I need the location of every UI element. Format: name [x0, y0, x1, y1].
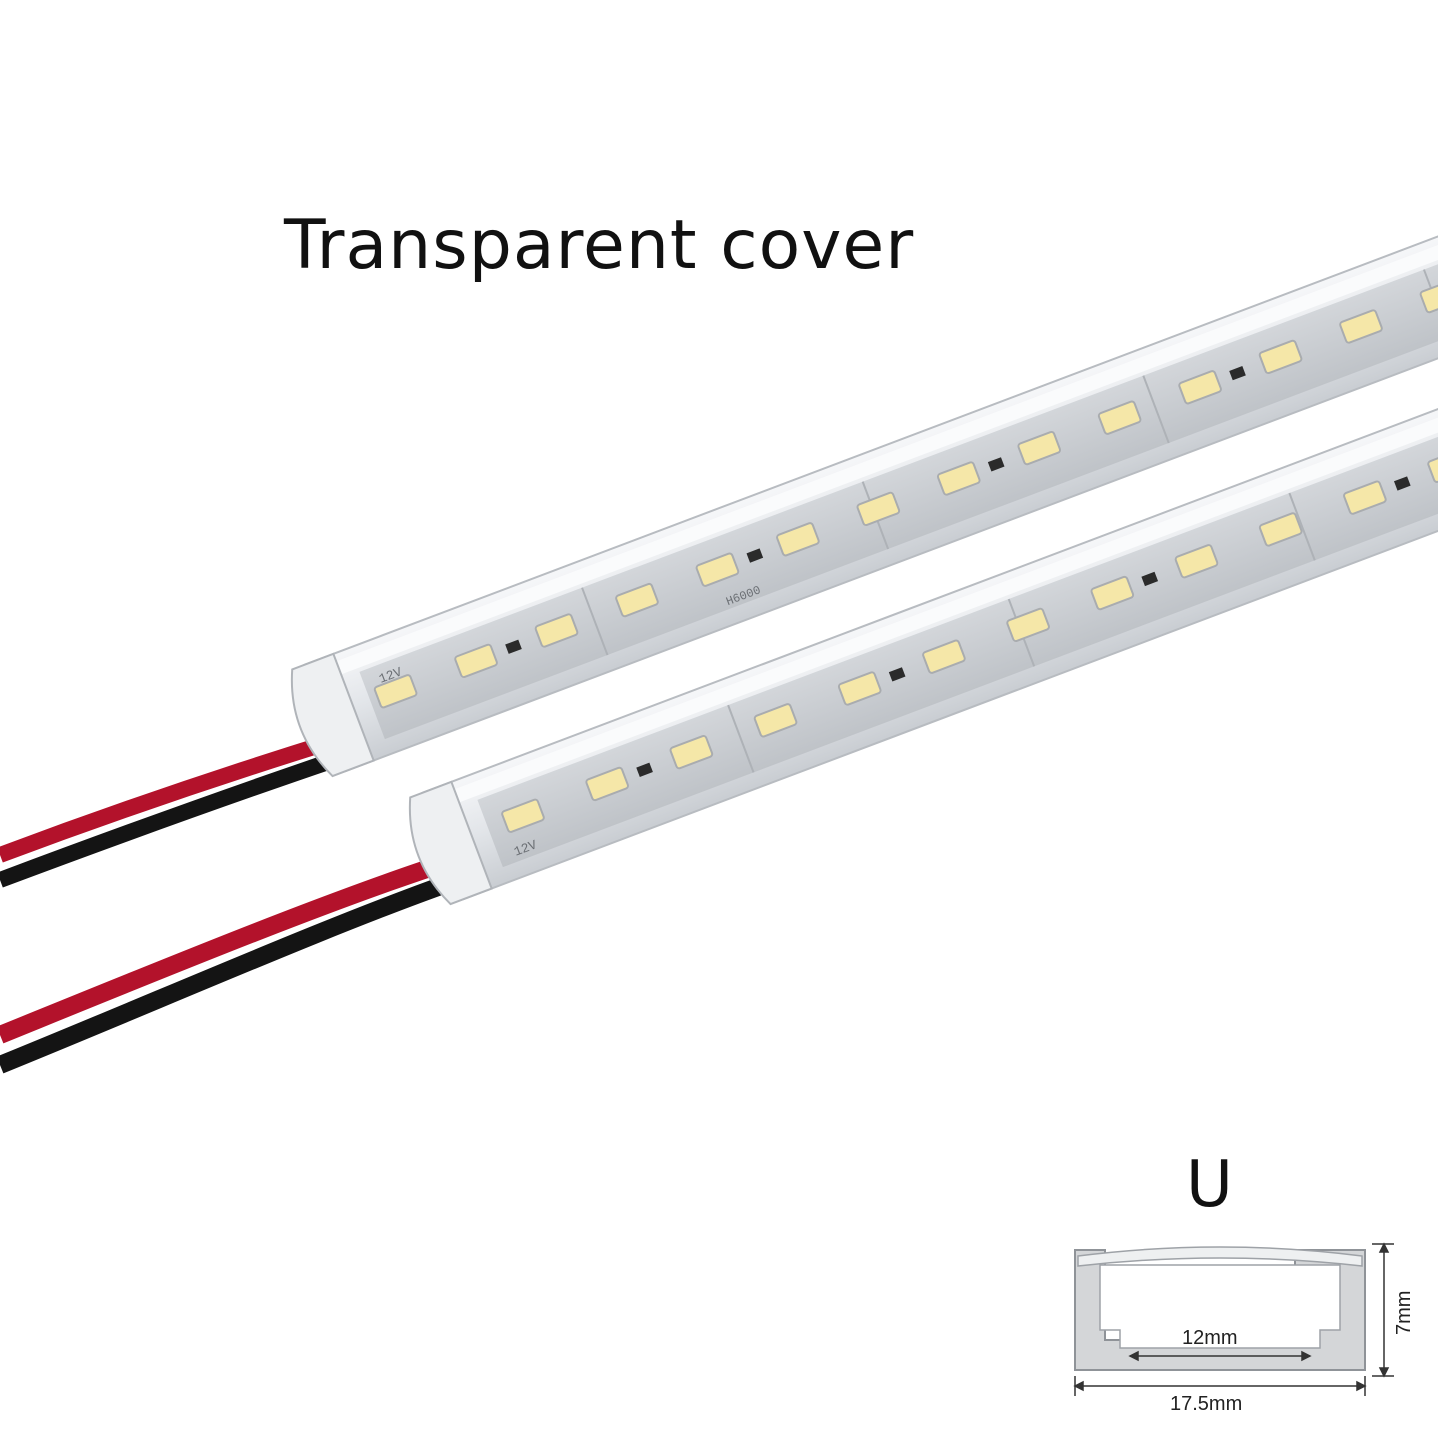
headline: Transparent cover: [284, 206, 915, 285]
led-bar-bottom: 12V: [408, 340, 1438, 906]
led-chip-icon: [534, 613, 579, 648]
led-chip-icon: [837, 671, 882, 706]
u-profile-diagram: 12mm 17.5mm 7mm: [1073, 1242, 1415, 1415]
resistor-icon: [1141, 571, 1159, 587]
led-chip-icon: [936, 461, 981, 496]
led-chip-icon: [1258, 339, 1303, 375]
resistor-icon: [746, 548, 764, 563]
led-chip-icon: [501, 798, 545, 833]
led-chip-icon: [1178, 370, 1222, 405]
led-chip-icon: [776, 522, 820, 557]
led-chip-icon: [1339, 309, 1383, 344]
led-chip-icon: [454, 643, 498, 679]
resistor-icon: [636, 762, 653, 777]
inner-width-label: 12mm: [1182, 1327, 1238, 1349]
led-chip-icon: [1174, 544, 1219, 579]
end-cap-icon: [408, 780, 493, 906]
led-chip-icon: [585, 766, 629, 802]
led-chip-icon: [1006, 607, 1050, 643]
resistor-icon: [888, 667, 906, 682]
led-chip-icon: [695, 552, 740, 587]
led-chip-icon: [1090, 575, 1135, 611]
led-chip-icon: [1343, 480, 1387, 515]
led-chip-icon: [922, 639, 966, 674]
wire-bottom: [0, 853, 455, 1074]
led-chip-icon: [1097, 400, 1142, 435]
resistor-icon: [1393, 476, 1411, 491]
wire-top: [0, 734, 337, 888]
led-chip-icon: [669, 734, 714, 770]
led-chip-icon: [615, 582, 659, 618]
led-bar-top: 12V H6000: [290, 212, 1438, 778]
end-cap-icon: [290, 652, 375, 778]
wire-icon: [0, 734, 333, 863]
profile-title: U: [1186, 1148, 1233, 1222]
led-chip-icon: [1258, 512, 1303, 547]
diffuser-cover: [1077, 1246, 1363, 1267]
resistor-icon: [987, 457, 1005, 472]
resistor-icon: [1229, 366, 1246, 381]
led-chip-icon: [373, 674, 418, 709]
led-chip-icon: [1427, 448, 1438, 483]
height-label: 7mm: [1393, 1291, 1415, 1335]
outer-width-label: 17.5mm: [1170, 1393, 1242, 1415]
led-chip-icon: [753, 703, 798, 738]
led-chip-icon: [856, 491, 901, 527]
resistor-icon: [505, 639, 522, 654]
led-chip-icon: [1017, 430, 1062, 466]
